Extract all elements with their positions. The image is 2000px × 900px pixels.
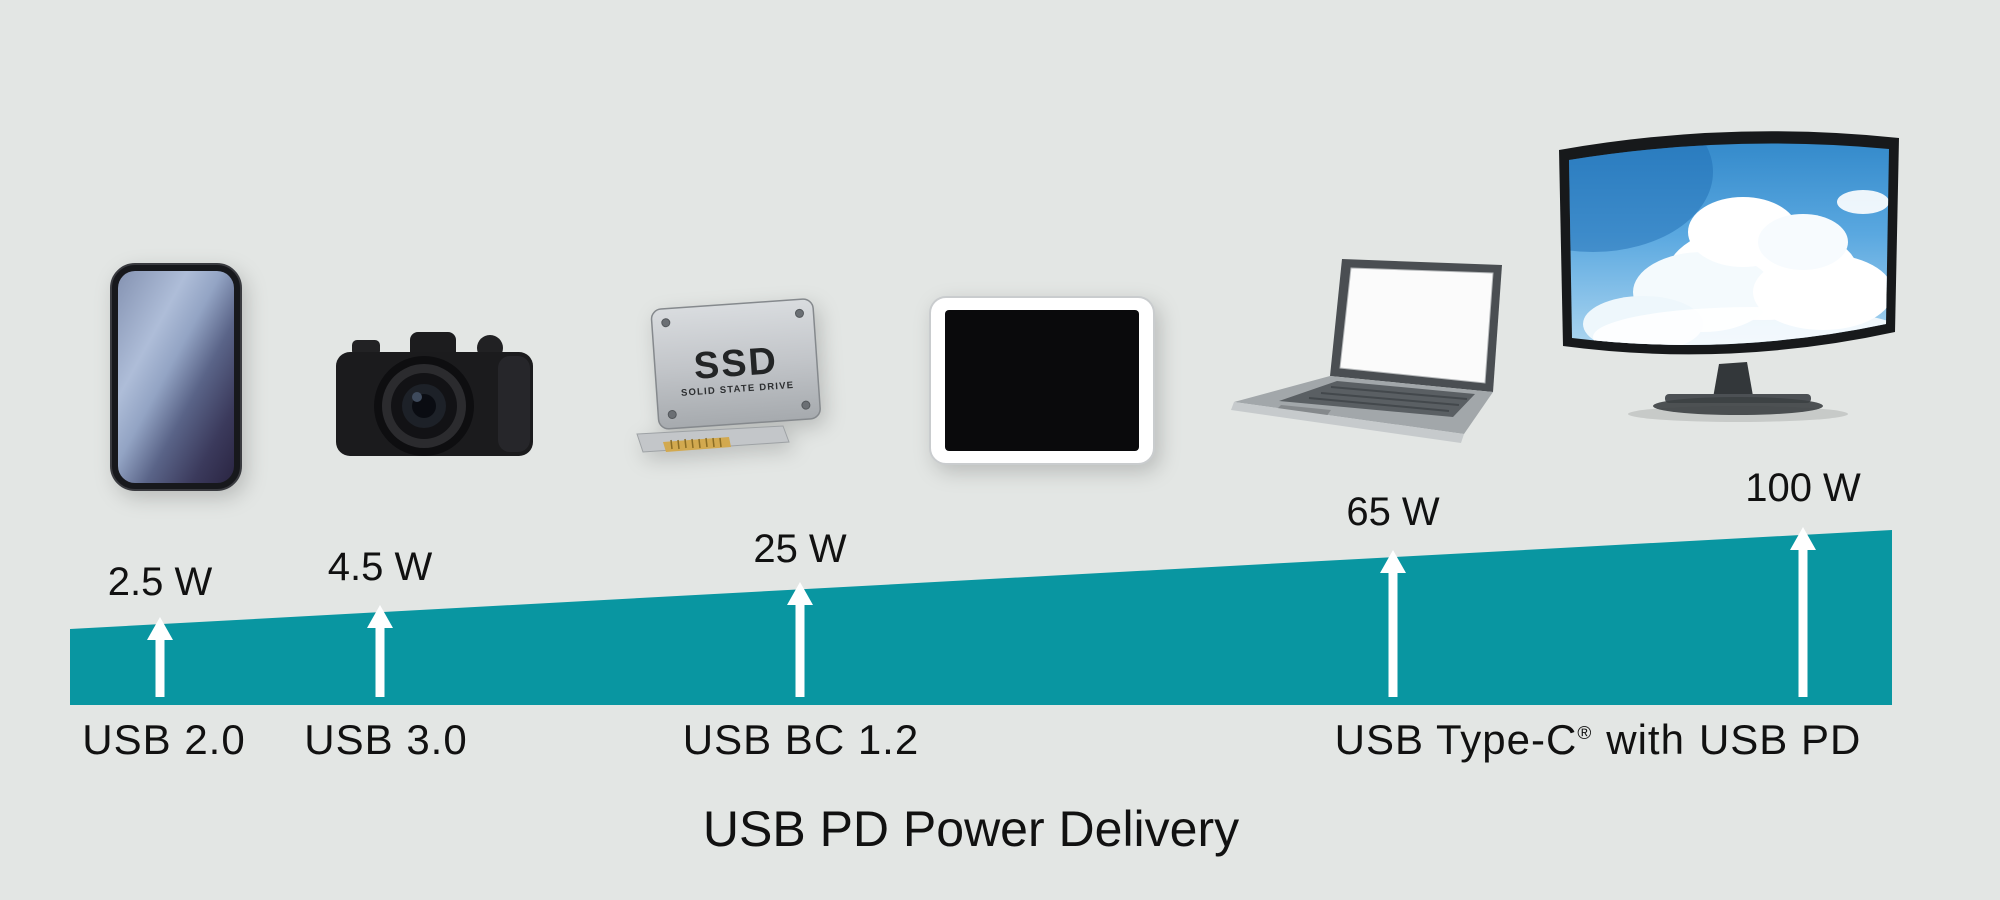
standard-label-usb-bc-1-2: USB BC 1.2	[682, 716, 920, 763]
ssd-label-text: SSD	[692, 340, 779, 388]
curved-monitor-image	[1553, 112, 1905, 428]
power-label-25w: 25 W	[753, 527, 847, 571]
standard-label-usb-3-0: USB 3.0	[304, 716, 468, 763]
arrow-up-icon	[787, 582, 813, 697]
diagram-title: USB PD Power Delivery	[702, 801, 1240, 857]
power-label-100w: 100 W	[1745, 466, 1861, 510]
standard-label-usb-2-0: USB 2.0	[82, 716, 246, 763]
registered-mark: ®	[1577, 723, 1593, 744]
teal-ramp-shape	[70, 530, 1892, 705]
power-label-65w: 65 W	[1346, 490, 1440, 534]
standard-label-usb-type-c-pd: USB Type-C® with USB PD	[1335, 716, 1862, 764]
arrow-up-icon	[1790, 527, 1816, 697]
standard-label-type-c-text: USB Type-C	[1334, 716, 1578, 763]
laptop-image	[1221, 255, 1515, 445]
power-label-4-5w: 4.5 W	[327, 545, 433, 589]
arrow-up-icon	[147, 617, 173, 697]
camera-image	[332, 326, 537, 473]
arrow-up-icon	[367, 605, 393, 697]
power-label-2-5w: 2.5 W	[107, 560, 213, 604]
tablet-image	[927, 294, 1157, 467]
smartphone-image	[109, 262, 243, 492]
arrow-up-icon	[1380, 550, 1406, 697]
standard-label-with-text: with	[1606, 716, 1685, 763]
ssd-image: SSD SOLID STATE DRIVE	[633, 294, 838, 467]
standard-label-usb-pd-text: USB PD	[1698, 716, 1862, 763]
